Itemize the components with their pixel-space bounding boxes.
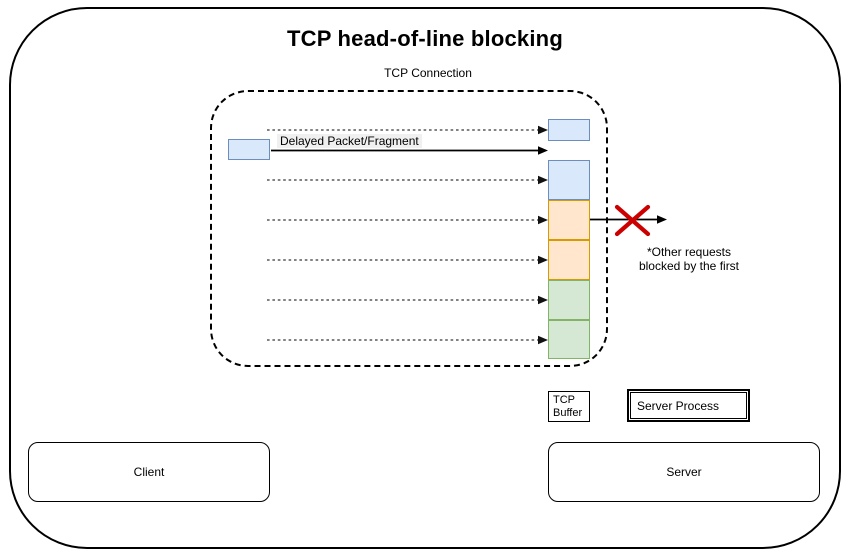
blocked-note-line2: blocked by the first [638, 259, 740, 273]
blocked-note-line1: *Other requests [646, 245, 732, 259]
client-label: Client [133, 465, 165, 479]
tcp-connection-boundary [210, 90, 608, 367]
server-box: Server [548, 442, 820, 502]
buffer-segment-orange-1 [548, 200, 590, 240]
diagram-title: TCP head-of-line blocking [287, 26, 563, 51]
delayed-packet-box [228, 139, 270, 160]
blocked-note: *Other requests blocked by the first [628, 245, 750, 273]
server-process-label: Server Process [637, 398, 720, 413]
client-box: Client [28, 442, 270, 502]
server-process-box: Server Process [627, 389, 750, 422]
tcp-connection-label: TCP Connection [384, 66, 472, 80]
buffer-segment-blue-2 [548, 160, 590, 200]
server-label: Server [666, 465, 702, 479]
delayed-packet-label: Delayed Packet/Fragment [277, 134, 422, 148]
buffer-segment-blue-1 [548, 119, 590, 141]
buffer-segment-green-1 [548, 280, 590, 320]
buffer-segment-green-2 [548, 320, 590, 359]
buffer-segment-orange-2 [548, 240, 590, 280]
tcp-buffer-label-box: TCP Buffer [548, 391, 590, 422]
